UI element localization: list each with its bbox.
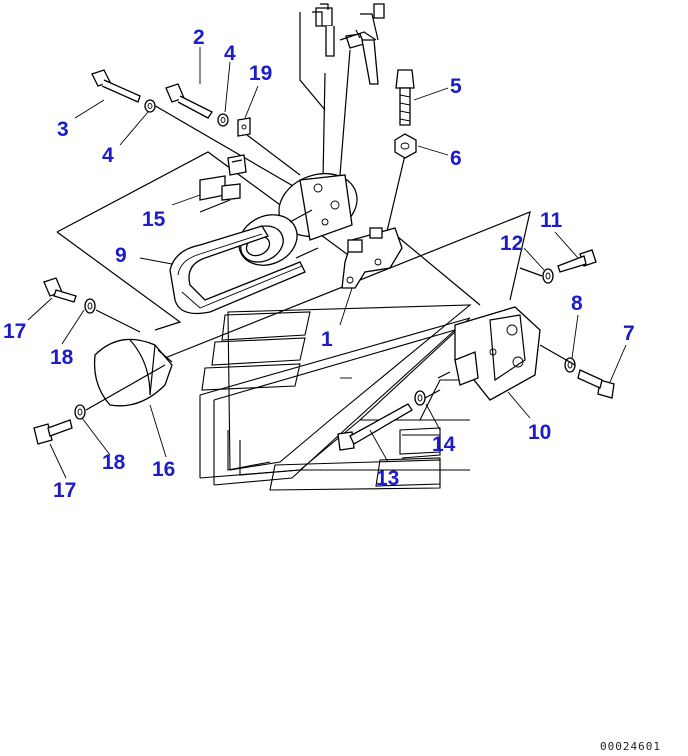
callout-18-upper: 18 xyxy=(50,346,74,369)
callout-13: 13 xyxy=(376,467,399,490)
callout-17-lower: 17 xyxy=(53,479,76,502)
callout-4-upper: 4 xyxy=(224,42,236,65)
mounting-plate xyxy=(437,306,541,401)
callout-10: 10 xyxy=(528,421,551,444)
drawing-number: 00024601 xyxy=(600,740,661,753)
callout-5: 5 xyxy=(450,75,462,98)
callout-9: 9 xyxy=(115,244,127,267)
callout-1: 1 xyxy=(321,328,333,351)
callout-6: 6 xyxy=(450,147,462,170)
machine-body-outline xyxy=(199,304,480,491)
leader-lines xyxy=(56,12,531,361)
callout-11: 11 xyxy=(540,209,563,232)
callout-labels: 2 4 19 3 4 5 6 15 9 1 11 12 8 7 10 14 13… xyxy=(3,26,635,502)
bolts xyxy=(33,69,615,451)
callout-3: 3 xyxy=(57,118,69,141)
callout-16: 16 xyxy=(152,458,175,481)
callout-leaders xyxy=(27,47,627,479)
bracket-clips xyxy=(199,154,247,213)
compressor xyxy=(238,173,358,266)
rear-panel-slots xyxy=(201,311,441,487)
v-belt xyxy=(169,225,306,315)
belt-guard-cover xyxy=(93,338,173,407)
callout-15: 15 xyxy=(142,208,166,231)
callout-4-lower: 4 xyxy=(102,144,114,167)
callout-17-upper: 17 xyxy=(3,320,26,343)
callout-7: 7 xyxy=(623,322,635,345)
callout-8: 8 xyxy=(571,292,583,315)
compressor-bracket xyxy=(341,227,403,289)
callout-12: 12 xyxy=(500,232,523,255)
callout-14: 14 xyxy=(432,433,456,456)
callout-18-lower: 18 xyxy=(102,451,126,474)
callout-19: 19 xyxy=(249,62,272,85)
refrigerant-hoses xyxy=(312,3,385,85)
callout-2: 2 xyxy=(193,26,205,49)
